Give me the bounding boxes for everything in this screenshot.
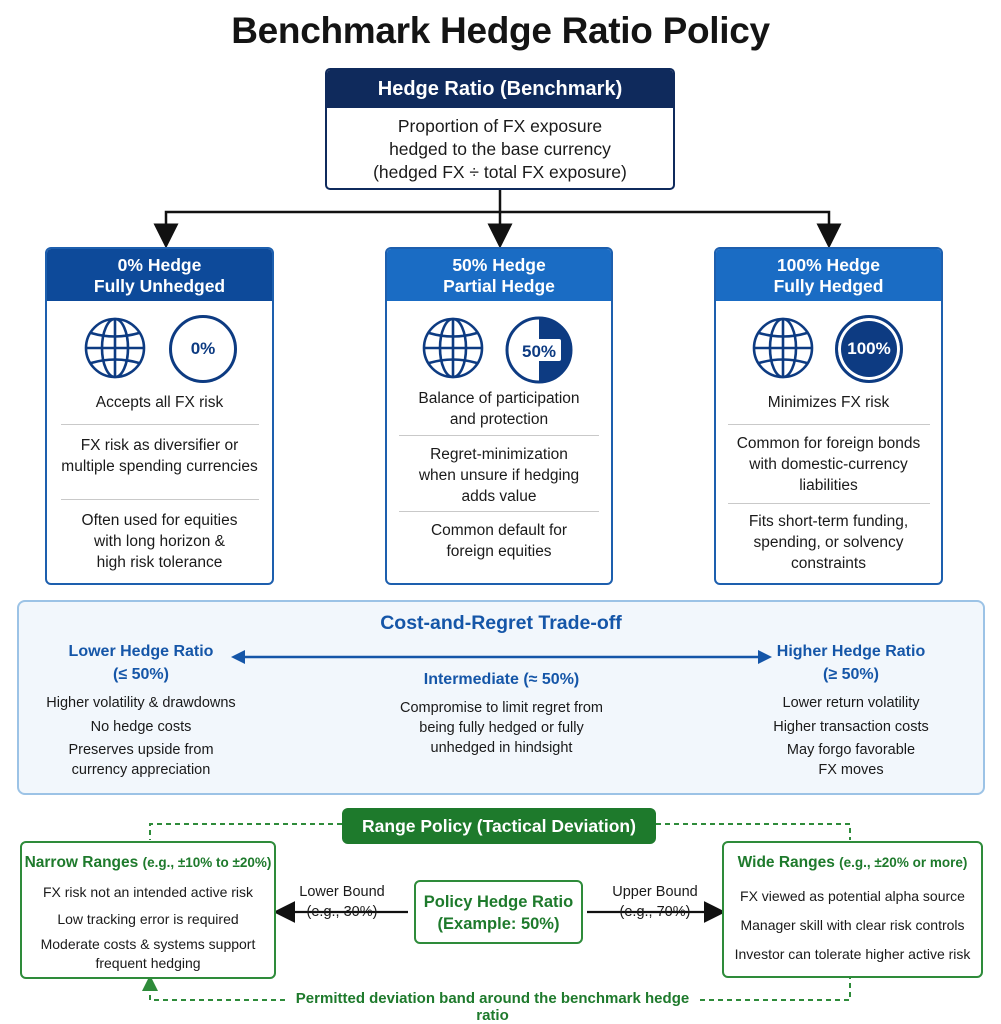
option-header: 0% Hedge Fully Unhedged <box>47 249 272 301</box>
wide-ranges-heading: Wide Ranges (e.g., ±20% or more) <box>737 854 968 871</box>
higher-hedge-range: (≥ 50%) <box>823 666 879 683</box>
lower-hedge-point: No hedge costs <box>90 719 192 735</box>
narrow-ranges-heading: Narrow Ranges (e.g., ±10% to ±20%) <box>24 854 272 871</box>
wide-point: Manager skill with clear risk controls <box>740 917 965 933</box>
higher-hedge-column: Higher Hedge Ratio (≥ 50%) Lower return … <box>741 640 961 780</box>
policy-hedge-ratio: Policy Hedge Ratio(Example: 50%) <box>423 893 574 933</box>
option-point: Fits short-term funding,spending, or sol… <box>748 513 909 572</box>
tradeoff-title: Cost-and-Regret Trade-off <box>380 612 622 634</box>
globe-icon <box>84 317 146 379</box>
upper-bound-label: Upper Bound(e.g., 70%) <box>612 884 698 920</box>
wide-point: Investor can tolerate higher active risk <box>734 946 971 962</box>
definition-body: Proportion of FX exposure hedged to the … <box>327 108 673 184</box>
divider <box>399 511 599 512</box>
higher-hedge-point: Higher transaction costs <box>773 719 929 735</box>
option-icons: 50% <box>387 301 611 384</box>
tradeoff-double-arrow <box>231 650 772 664</box>
lower-hedge-heading: Lower Hedge Ratio <box>68 643 214 660</box>
lower-hedge-range: (≤ 50%) <box>113 666 169 683</box>
option-icons: 100% <box>716 301 941 383</box>
zero-percent-badge: 0% <box>169 315 237 383</box>
policy-hedge-ratio-box: Policy Hedge Ratio(Example: 50%) <box>414 880 583 944</box>
branch-line <box>164 210 831 236</box>
deviation-band-caption: Permitted deviation band around the benc… <box>295 990 690 1024</box>
definition-line: Proportion of FX exposure <box>397 116 603 136</box>
globe-icon <box>422 317 484 379</box>
branch-connectors <box>153 190 842 249</box>
option-icons: 0% <box>47 301 272 383</box>
option-card-unhedged: 0% Hedge Fully Unhedged 0% Accepts all F… <box>45 247 274 585</box>
wide-ranges-box: Wide Ranges (e.g., ±20% or more) FX view… <box>722 841 983 978</box>
lower-bound-label: Lower Bound(e.g., 30%) <box>299 884 385 920</box>
divider <box>399 435 599 436</box>
intermediate-column: Intermediate (≈ 50%) Compromise to limit… <box>379 668 624 758</box>
dashed-footer-left <box>142 975 285 1001</box>
option-title: 50% Hedge <box>452 255 546 275</box>
option-subtitle: Fully Unhedged <box>93 276 226 296</box>
option-point: Accepts all FX risk <box>95 394 224 411</box>
badge-label: 50% <box>522 342 556 361</box>
divider <box>61 499 259 500</box>
higher-hedge-heading: Higher Hedge Ratio <box>776 643 926 660</box>
page-title: Benchmark Hedge Ratio Policy <box>231 10 770 51</box>
narrow-point: Low tracking error is required <box>57 911 239 927</box>
option-card-fully-hedged: 100% Hedge Fully Hedged 100% Minimizes F… <box>714 247 943 585</box>
option-point: Minimizes FX risk <box>767 394 890 411</box>
definition-line: hedged to the base currency <box>389 139 611 159</box>
higher-hedge-point: Lower return volatility <box>782 695 920 711</box>
dashed-link-right <box>656 823 851 840</box>
range-policy-title: Range Policy (Tactical Deviation) <box>342 808 656 844</box>
hundred-percent-badge: 100% <box>835 315 903 383</box>
definition-header: Hedge Ratio (Benchmark) <box>327 70 673 108</box>
definition-line: (hedged FX ÷ total FX exposure) <box>373 162 627 182</box>
wide-point: FX viewed as potential alpha source <box>740 888 965 904</box>
divider <box>728 503 930 504</box>
lower-hedge-point: Higher volatility & drawdowns <box>46 695 236 711</box>
intermediate-heading: Intermediate (≈ 50%) <box>423 671 580 688</box>
tradeoff-panel: Cost-and-Regret Trade-off Lower Hedge Ra… <box>17 600 985 795</box>
divider <box>61 424 259 425</box>
option-header: 100% Hedge Fully Hedged <box>716 249 941 301</box>
half-filled-percent-badge: 50% <box>505 316 573 384</box>
option-title: 0% Hedge <box>117 255 202 275</box>
option-card-partial-hedge: 50% Hedge Partial Hedge 50% Balance of p… <box>385 247 613 585</box>
range-policy-connectors <box>142 823 851 1001</box>
narrow-ranges-box: Narrow Ranges (e.g., ±10% to ±20%) FX ri… <box>20 841 276 979</box>
narrow-point: FX risk not an intended active risk <box>42 884 254 900</box>
option-subtitle: Partial Hedge <box>443 276 555 296</box>
dashed-link-left <box>149 823 342 840</box>
globe-icon <box>752 317 814 379</box>
divider <box>728 424 930 425</box>
lower-hedge-column: Lower Hedge Ratio (≤ 50%) Higher volatil… <box>31 640 251 780</box>
dashed-footer-right <box>700 978 851 1001</box>
option-title: 100% Hedge <box>776 255 881 275</box>
option-subtitle: Fully Hedged <box>773 276 884 296</box>
hedge-ratio-definition-box: Hedge Ratio (Benchmark) Proportion of FX… <box>325 68 675 190</box>
option-header: 50% Hedge Partial Hedge <box>387 249 611 301</box>
